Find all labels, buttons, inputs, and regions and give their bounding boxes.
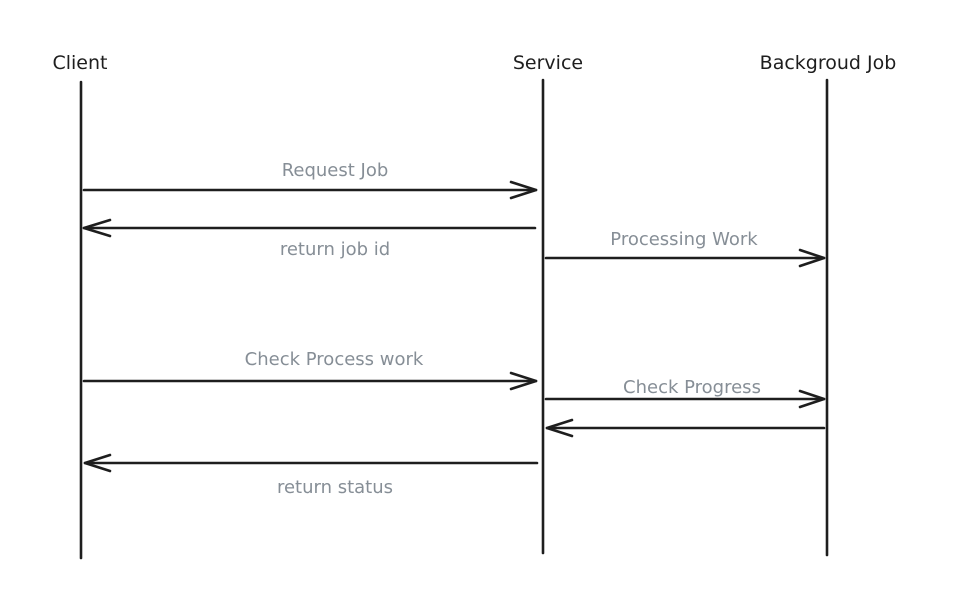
- actor-label-client: Client: [52, 52, 107, 74]
- message-label-check-progress: Check Progress: [623, 377, 761, 398]
- arrowhead-request-job: [509, 180, 538, 200]
- message-label-check-process-work: Check Process work: [245, 349, 424, 370]
- message-label-request-job: Request Job: [282, 160, 389, 181]
- arrowhead-return-job-id: [82, 218, 112, 238]
- actor-label-background-job: Backgroud Job: [760, 52, 897, 74]
- arrowhead-processing-work: [798, 248, 826, 268]
- message-label-return-job-id: return job id: [280, 239, 390, 260]
- message-label-processing-work: Processing Work: [610, 229, 758, 250]
- message-label-return-status: return status: [277, 477, 393, 498]
- actor-label-service: Service: [513, 52, 583, 74]
- arrowhead-check-process-work: [509, 371, 538, 391]
- arrowhead-check-progress: [798, 389, 826, 409]
- arrowhead-return-status: [83, 453, 112, 473]
- arrowhead-progress-return: [545, 418, 574, 438]
